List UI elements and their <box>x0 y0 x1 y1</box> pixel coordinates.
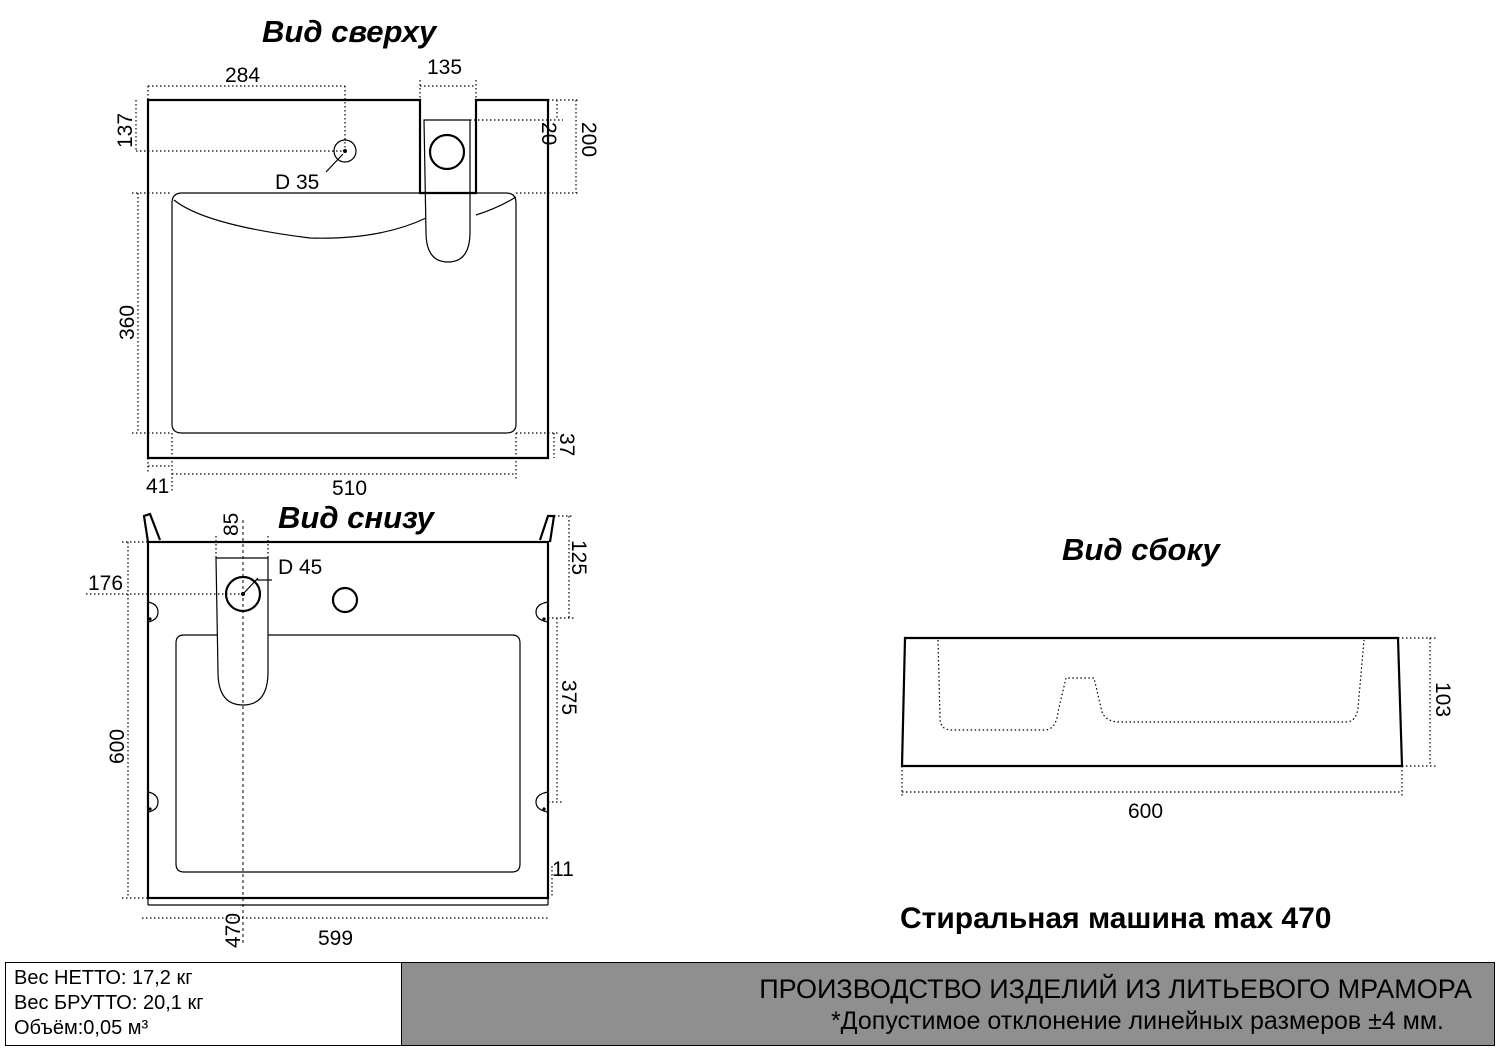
net-weight: Вес НЕТТО: 17,2 кг <box>14 967 193 989</box>
technical-drawing: Вид сверху 284 135 137 D 35 20 200 <box>86 14 1454 950</box>
dim-360: 360 <box>116 305 139 340</box>
side-view-bowl-profile <box>937 639 1365 731</box>
bracket-right-bottom <box>535 791 549 813</box>
bracket-left-top <box>147 601 159 623</box>
bottom-view-left-ear <box>142 512 162 543</box>
washing-machine-note: Стиральная машина max 470 <box>900 902 1331 935</box>
leader-d45 <box>242 577 259 595</box>
side-view: Вид сбоку 103 600 <box>900 532 1454 823</box>
bracket-right-top-dot <box>542 617 546 621</box>
dim-600-depth: 600 <box>106 729 129 764</box>
volume: Объём:0,05 м³ <box>14 1017 149 1039</box>
dim-20: 20 <box>537 122 560 145</box>
gross-weight: Вес БРУТТО: 20,1 кг <box>14 992 204 1014</box>
dim-137: 137 <box>114 113 137 148</box>
side-view-title: Вид сбоку <box>1062 532 1222 567</box>
bracket-right-bottom-dot <box>542 807 546 811</box>
bottom-view: Вид снизу D 45 85 17 <box>86 500 590 950</box>
dim-125: 125 <box>567 540 590 575</box>
top-view-drain-circle <box>428 133 466 171</box>
top-view-outline <box>146 98 550 460</box>
footer-title-block: Вес НЕТТО: 17,2 кг Вес БРУТТО: 20,1 кг О… <box>5 962 1495 1046</box>
top-view-title: Вид сверху <box>262 14 438 49</box>
dim-85: 85 <box>220 513 243 536</box>
bracket-left-top-dot <box>148 617 152 621</box>
company-block: ПРОИЗВОДСТВО ИЗДЕЛИЙ ИЗ ЛИТЬЕВОГО МРАМОР… <box>402 963 1494 1045</box>
dim-510: 510 <box>332 477 367 500</box>
dim-600-length: 600 <box>1128 800 1163 823</box>
dim-103: 103 <box>1431 682 1454 717</box>
bracket-right-top <box>535 601 549 623</box>
dim-11: 11 <box>552 858 574 881</box>
bottom-view-tap-hole <box>331 586 359 614</box>
dim-599: 599 <box>318 927 353 950</box>
company-line: ПРОИЗВОДСТВО ИЗДЕЛИЙ ИЗ ЛИТЬЕВОГО МРАМОР… <box>759 974 1472 1004</box>
top-view-bowl-rim <box>173 196 517 239</box>
dim-176: 176 <box>88 572 123 595</box>
bottom-view-title: Вид снизу <box>278 500 436 535</box>
bottom-view-outlet-channel <box>215 557 269 706</box>
dim-375: 375 <box>557 680 580 715</box>
dim-135: 135 <box>427 56 462 79</box>
label-d45: D 45 <box>278 556 322 579</box>
top-view-bowl <box>171 192 517 434</box>
bracket-left-bottom <box>147 791 159 813</box>
top-view: Вид сверху 284 135 137 D 35 20 200 <box>114 14 600 500</box>
side-view-outline <box>900 636 1404 768</box>
top-view-outlet-slot <box>423 119 471 263</box>
dim-37: 37 <box>555 433 578 456</box>
bottom-view-right-ear <box>538 514 556 543</box>
tolerance-line: *Допустимое отклонение линейных размеров… <box>830 1007 1444 1035</box>
top-view-tap-hole <box>333 139 357 163</box>
dim-470: 470 <box>222 913 245 948</box>
bracket-left-bottom-dot <box>148 807 152 811</box>
specs-block: Вес НЕТТО: 17,2 кг Вес БРУТТО: 20,1 кг О… <box>6 963 402 1045</box>
bottom-view-outline <box>146 540 550 900</box>
dim-284: 284 <box>225 64 260 87</box>
label-d35: D 35 <box>275 171 319 194</box>
dim-41: 41 <box>146 475 169 498</box>
leader-d35 <box>325 153 344 173</box>
bottom-view-bowl <box>175 634 521 873</box>
dim-200: 200 <box>577 122 600 157</box>
